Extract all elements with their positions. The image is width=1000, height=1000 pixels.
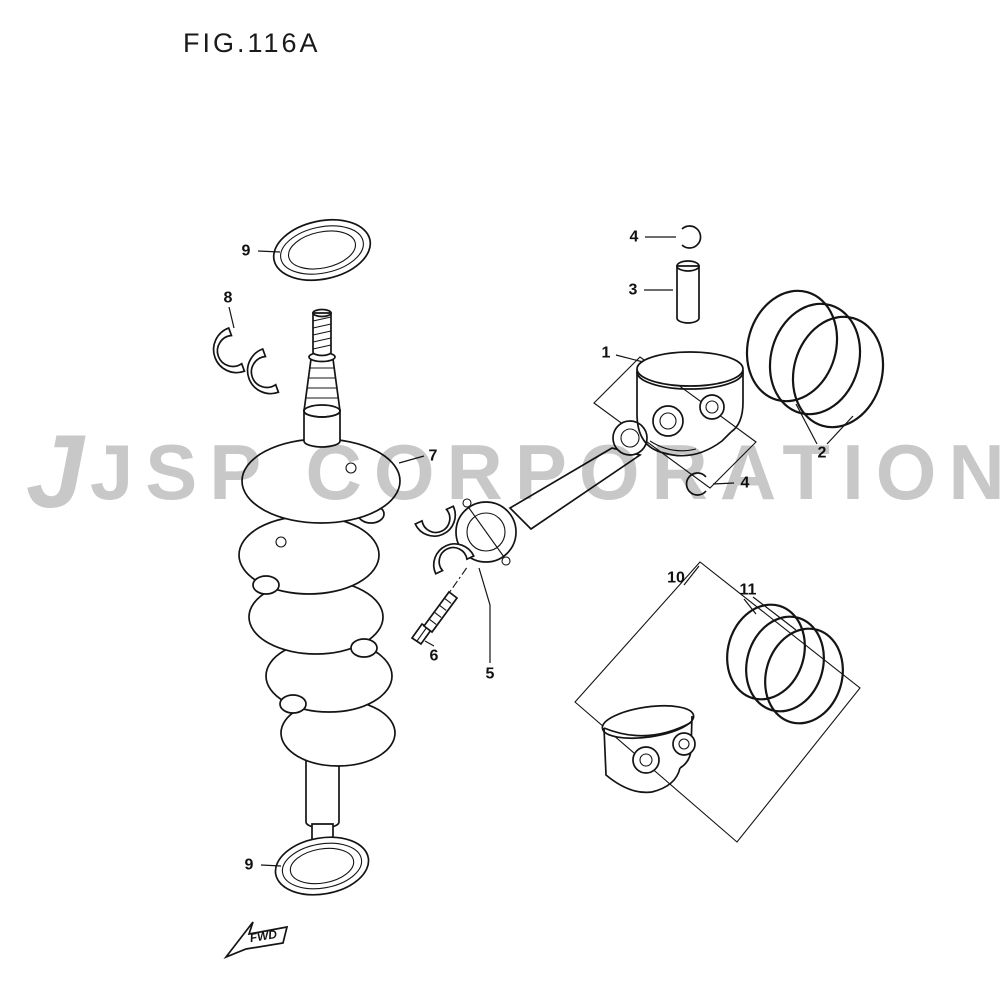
- callout-seal-bottom: 9: [245, 857, 282, 874]
- piston-drawing: [636, 351, 744, 457]
- callout-number-ring-set: 2: [818, 445, 827, 462]
- callout-number-piston-pin: 3: [629, 282, 638, 299]
- crankshaft-drawing: [238, 308, 401, 855]
- connecting-rod-drawing: [414, 356, 757, 641]
- callout-piston-pin: 3: [629, 282, 673, 299]
- callout-bearing-set: 8: [224, 290, 235, 329]
- callout-seal-top: 9: [242, 243, 281, 260]
- crank-bearing-drawing: [212, 326, 280, 395]
- callout-crankshaft: 7: [398, 448, 438, 465]
- fwd-arrow: FWD: [223, 921, 289, 959]
- callout-number-circlip-upper: 4: [630, 229, 639, 246]
- fwd-arrow-label: FWD: [249, 927, 279, 945]
- callout-number-piston: 1: [602, 345, 611, 362]
- rod-bolt-drawing: [410, 590, 459, 646]
- piston-ring-set-drawing: [745, 289, 885, 429]
- callout-connecting-rod: 5: [478, 567, 495, 683]
- piston-pin-drawing: [676, 260, 700, 324]
- callout-number-seal-bottom: 9: [245, 857, 254, 874]
- figure-title: FIG.116A: [183, 28, 321, 58]
- oil-seal-bottom-drawing: [274, 836, 370, 896]
- callout-number-piston-assembly: 10: [667, 570, 685, 587]
- callout-number-crankshaft: 7: [429, 448, 438, 465]
- callout-assembly-ring-set: 11: [740, 582, 797, 631]
- callout-number-connecting-rod: 5: [486, 666, 495, 683]
- callout-number-bolt: 6: [430, 648, 439, 665]
- callout-piston: 1: [602, 345, 644, 363]
- callout-number-assembly-ring-set: 11: [740, 582, 757, 599]
- callout-number-bearing-set: 8: [224, 290, 233, 307]
- callout-ring-set: 2: [795, 403, 854, 462]
- callout-bolt: 6: [424, 640, 439, 665]
- oil-seal-top-drawing: [272, 219, 372, 281]
- circlip-lower-drawing: [685, 472, 707, 496]
- callout-number-circlip-lower: 4: [741, 475, 750, 492]
- callout-piston-assembly: 10: [667, 565, 700, 587]
- callout-number-seal-top: 9: [242, 243, 251, 260]
- circlip-upper-drawing: [681, 225, 702, 249]
- callout-circlip-lower: 4: [712, 475, 750, 492]
- callout-circlip-upper: 4: [630, 229, 676, 246]
- piston-assembly-box-drawing: [574, 561, 861, 843]
